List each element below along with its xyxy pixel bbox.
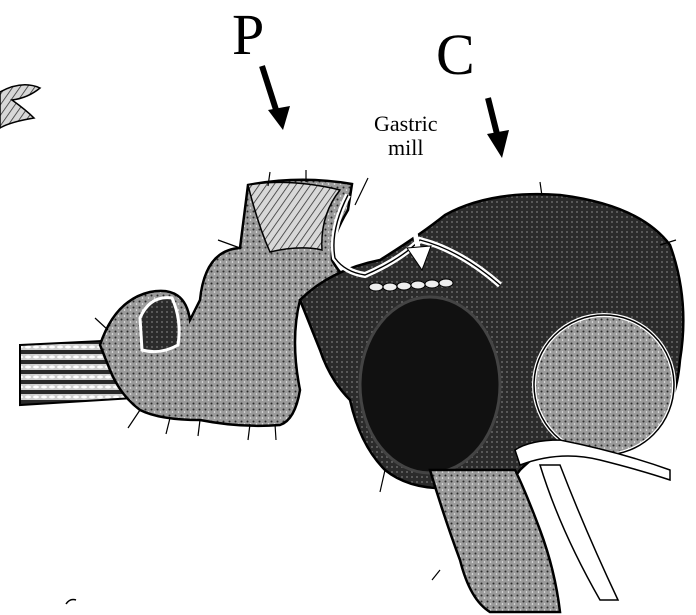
arrow-p-head: [268, 106, 290, 130]
inner-chamber: [360, 297, 500, 473]
gastric-mill-leader: [355, 178, 368, 205]
label-c: C: [436, 26, 475, 84]
label-gastric-mill-line1: Gastric: [374, 112, 438, 136]
cardiac-pouch: [140, 298, 179, 352]
arrow-c: [488, 98, 498, 138]
small-mark: [66, 600, 76, 605]
label-gastric-mill-line2: mill: [374, 136, 438, 160]
label-gastric-mill: Gastric mill: [374, 112, 438, 160]
arrow-c-head: [487, 130, 509, 158]
appendage-fragment: [0, 85, 40, 128]
label-p: P: [232, 6, 264, 64]
arrow-p: [262, 66, 278, 116]
intestine: [430, 470, 560, 612]
